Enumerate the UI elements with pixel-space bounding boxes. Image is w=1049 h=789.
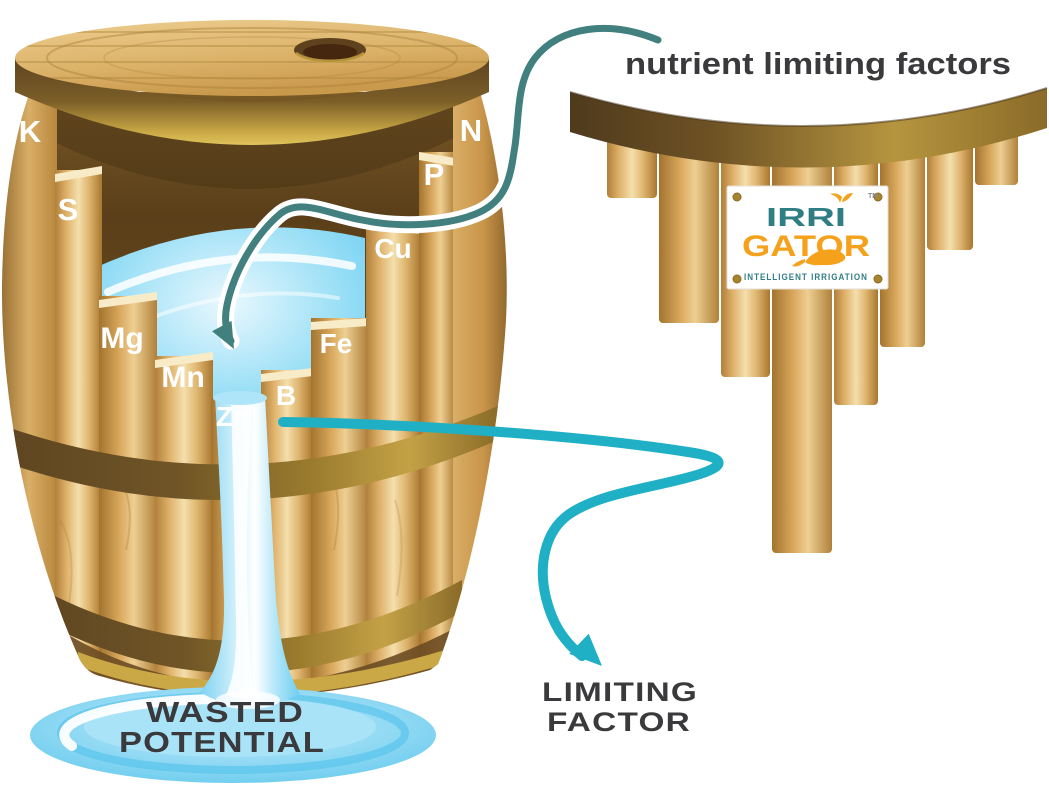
lid-top: [15, 20, 489, 96]
wasted-potential-line1: WASTED: [146, 697, 304, 729]
wasted-potential-line2: POTENTIAL: [119, 727, 325, 759]
stave-label-b: B: [276, 380, 296, 411]
stream-body: [200, 396, 300, 706]
sign-rivet: [732, 274, 742, 284]
irrigator-sign: IRRI TM GATOR INTELLIGENT IRRIGATION: [726, 185, 889, 290]
puddle-highlight: [59, 694, 223, 751]
lid-planks: [15, 31, 489, 79]
sprout-icon: [830, 193, 853, 203]
nutrient-flow-arrow: [212, 20, 667, 350]
stream-splash: [216, 691, 280, 709]
stave-label-mn: Mn: [161, 361, 204, 394]
hanging-stave-6: [880, 141, 925, 347]
stave-label-cu: Cu: [374, 233, 411, 264]
barrel-lid: [15, 20, 489, 145]
bottom-gold-rim: [78, 650, 445, 696]
stave-label-mg: Mg: [100, 322, 143, 355]
stave-label-p: P: [424, 157, 445, 192]
puddle-inner: [84, 697, 376, 757]
stream-core: [226, 400, 254, 698]
stave-label-k: K: [19, 114, 42, 149]
brand-gator-text: GATOR: [742, 230, 870, 263]
trademark-text: TM: [868, 193, 878, 200]
stave-mn-top: [155, 352, 213, 368]
hanging-stave-2: [659, 136, 719, 323]
middle-hoop: [4, 406, 498, 501]
stave-labels: K S Mg Mn Zn B Fe Cu P N: [19, 113, 482, 432]
lid-ring: [46, 27, 458, 89]
sign-rivet: [873, 274, 883, 284]
water-highlight: [138, 291, 340, 324]
sign-rivet: [732, 192, 742, 202]
sign-rivet: [873, 192, 883, 202]
water-stream: [200, 391, 300, 709]
lid-ring: [103, 36, 401, 80]
stave-label-zn: Zn: [216, 401, 250, 432]
sign-tagline-text: INTELLIGENT IRRIGATION: [744, 272, 868, 283]
grain-line: [59, 519, 73, 611]
limiting-factor-line1: LIMITING: [542, 677, 698, 707]
water-highlight: [104, 253, 356, 296]
under-lid-shadow: [50, 95, 460, 189]
limiting-factor-arrow: [278, 417, 724, 666]
stave-label-fe: Fe: [320, 328, 353, 359]
sign-plate: [726, 185, 889, 290]
band-edge-highlight: [569, 87, 1048, 128]
stave-label-n: N: [460, 113, 482, 148]
stave-p-top: [419, 152, 455, 166]
stream-lip: [213, 391, 267, 405]
brand-irri-text: IRRI: [766, 202, 846, 232]
title-text: nutrient limiting factors: [625, 46, 1011, 81]
gator-icon: [792, 249, 846, 267]
stave-fe-top: [311, 318, 368, 330]
limiting-factor-line2: FACTOR: [547, 707, 691, 737]
lid-rim: [15, 58, 489, 145]
bottom-hoop: [30, 580, 462, 674]
flow-arrow-line: [222, 25, 662, 345]
lid-hole: [294, 38, 366, 63]
puddle: [30, 687, 436, 783]
limiting-factors-figure: IRRI TM GATOR INTELLIGENT IRRIGATION: [569, 87, 1048, 553]
limiting-arrow-line: [278, 417, 724, 661]
flow-arrowhead-icon: [212, 320, 234, 349]
stave-label-s: S: [58, 192, 79, 227]
stave-b-top: [261, 368, 313, 382]
limiting-arrowhead-icon: [569, 633, 602, 666]
barrel-top-band: [570, 88, 1047, 168]
stave-mg-top: [99, 292, 157, 308]
stave-s-top: [55, 166, 102, 182]
hanging-stave-7: [927, 134, 973, 250]
grain-line: [394, 499, 403, 597]
